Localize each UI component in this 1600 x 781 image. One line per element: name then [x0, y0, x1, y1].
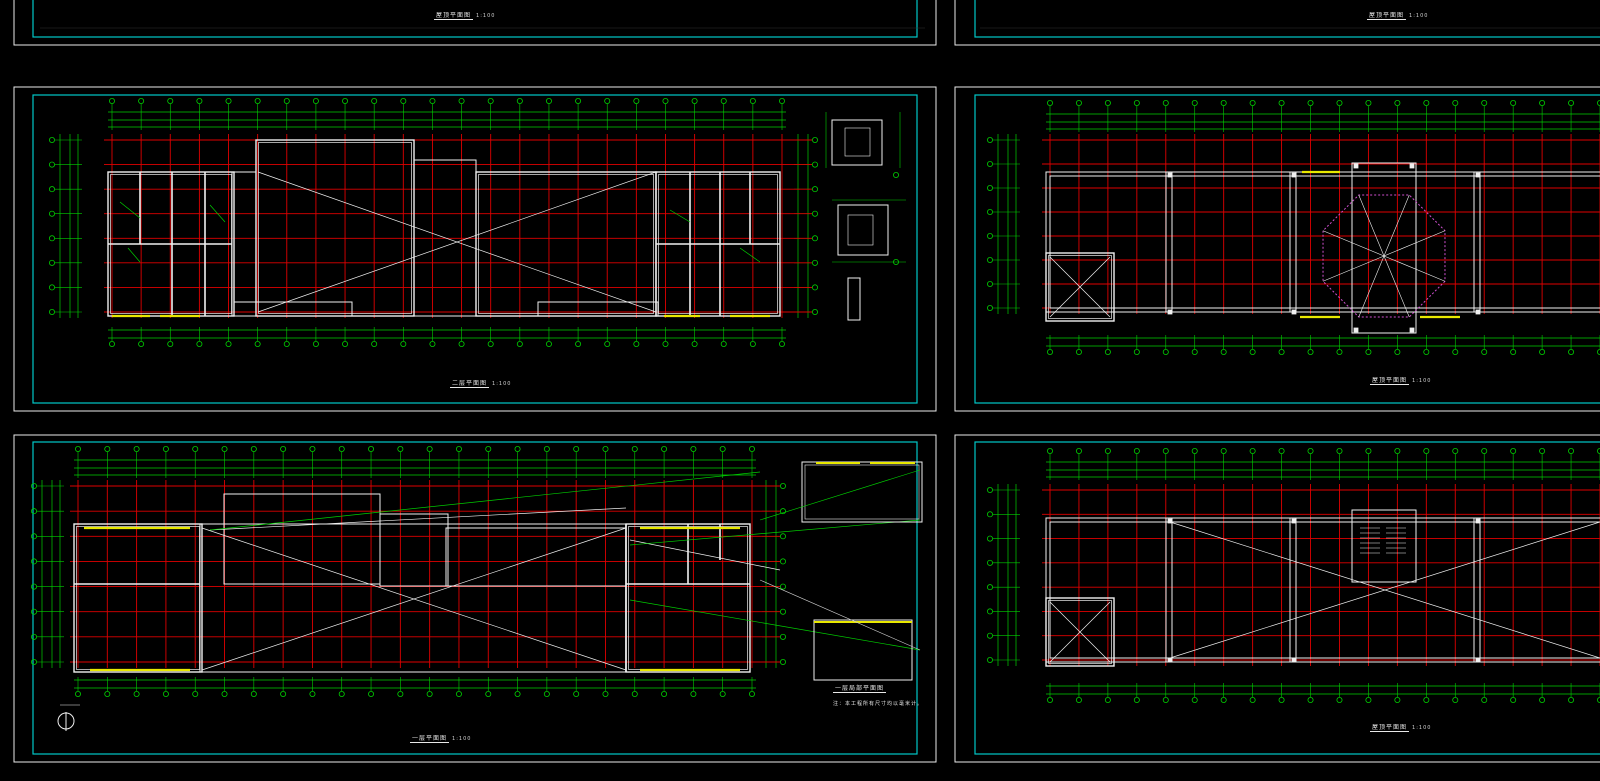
roof-plan-a-drawing — [987, 100, 1600, 355]
sheet-frames — [13, 0, 1600, 763]
toilet-detail-drawing — [825, 112, 906, 321]
caption-entrance-detail: 一层局部平面图 — [833, 685, 887, 693]
second-floor-plan-drawing — [49, 98, 819, 347]
note-entrance-detail: 注：本工程所有尺寸均以毫米计。 — [833, 701, 924, 707]
roof-plan-b-drawing — [987, 447, 1600, 704]
entrance-detail-drawing — [57, 461, 923, 731]
first-floor-plan-drawing — [30, 445, 921, 698]
